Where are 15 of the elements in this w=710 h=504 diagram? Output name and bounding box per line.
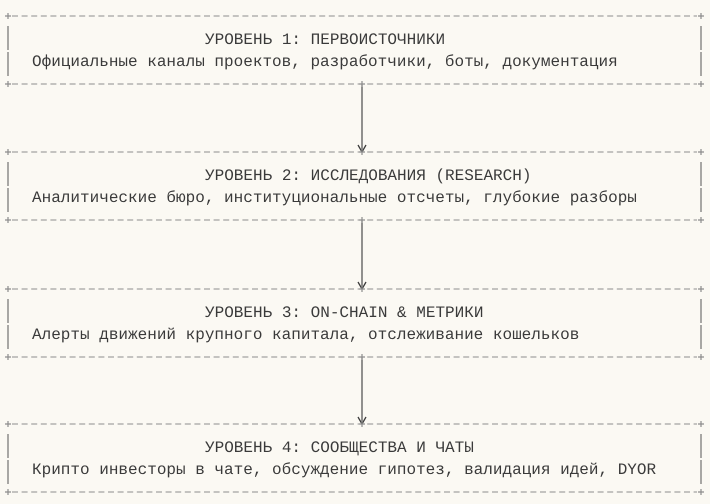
arrow <box>357 220 367 290</box>
level-title: УРОВЕНЬ 2: ИССЛЕДОВАНИЯ (RESEARCH) <box>205 166 532 187</box>
level-box <box>5 13 704 87</box>
level-title: УРОВЕНЬ 3: ON-CHAIN & МЕТРИКИ <box>205 303 484 324</box>
level-title: УРОВЕНЬ 4: СООБЩЕСТВА И ЧАТЫ <box>205 438 474 459</box>
level-box <box>5 149 704 223</box>
arrow <box>357 357 367 425</box>
level-description: Официальные каналы проектов, разработчики, боты, документация <box>32 52 618 73</box>
level-description: Крипто инвесторы в чате, обсуждение гипотез, валидация идей, DYOR <box>32 460 656 481</box>
arrow <box>357 84 367 153</box>
level-title: УРОВЕНЬ 1: ПЕРВОИСТОЧНИКИ <box>205 30 446 51</box>
level-box <box>5 421 704 495</box>
level-box <box>5 286 704 360</box>
level-description: Аналитические бюро, институциональные отсчеты, глубокие разборы <box>32 188 637 209</box>
level-description: Алерты движений крупного капитала, отслеживание кошельков <box>32 325 580 346</box>
